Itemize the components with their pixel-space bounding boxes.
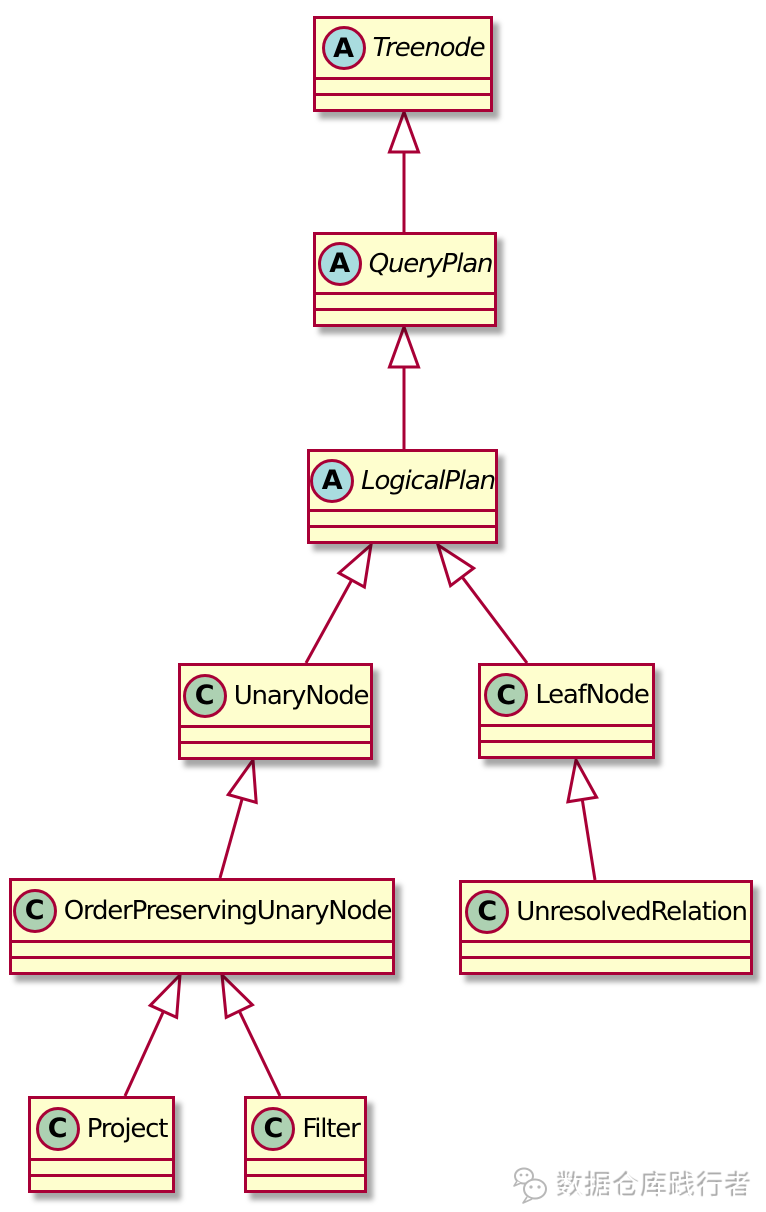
fields-compartment [310, 509, 495, 525]
methods-compartment [316, 93, 490, 109]
inheritance-edge-unarynode-to-logicalplan [304, 579, 354, 664]
fields-compartment [12, 940, 392, 956]
fields-compartment [316, 77, 490, 93]
class-name: Treenode [372, 33, 486, 63]
generalization-arrowhead-leafnode [566, 755, 599, 804]
fields-compartment [316, 292, 494, 308]
class-name: LogicalPlan [361, 465, 495, 496]
class-letter-icon: C [465, 889, 510, 934]
class-name: UnresolvedRelation [516, 896, 748, 927]
methods-compartment [12, 956, 392, 972]
methods-compartment [181, 741, 370, 757]
abstract-letter-icon: A [317, 241, 362, 286]
class-name: UnaryNode [233, 680, 370, 711]
methods-compartment [247, 1174, 364, 1190]
methods-compartment [462, 956, 750, 972]
generalization-arrowhead-orderpreservingunarynode [147, 970, 182, 1020]
class-name: Project [86, 1113, 169, 1144]
inheritance-edge-project-to-orderpreservingunarynode [123, 1010, 165, 1097]
generalization-arrowhead-treenode [387, 107, 421, 154]
abstract-letter-icon: A [321, 26, 366, 70]
fields-compartment [462, 940, 750, 956]
watermark: 数据仓库践行者 [510, 1165, 754, 1204]
class-letter-icon: C [251, 1106, 296, 1151]
methods-compartment [31, 1174, 172, 1190]
wechat-icon [513, 1167, 547, 1204]
generalization-arrowhead-logicalplan [336, 541, 374, 590]
class-letter-icon: C [35, 1106, 80, 1151]
generalization-arrowhead-orderpreservingunarynode [220, 971, 255, 1020]
class-name: OrderPreservingUnaryNode [63, 895, 392, 926]
watermark-text: 数据仓库践行者 [558, 1172, 754, 1203]
methods-compartment [481, 740, 652, 756]
inheritance-edge-unresolvedrelation-to-leafnode [580, 799, 597, 881]
fields-compartment [247, 1158, 364, 1174]
generalization-arrowhead-logicalplan [435, 541, 477, 589]
fields-compartment [481, 724, 652, 740]
class-name: Filter [302, 1113, 360, 1144]
class-letter-icon: C [182, 673, 227, 718]
class-letter-icon: C [484, 673, 529, 717]
class-name: QueryPlan [368, 248, 494, 279]
methods-compartment [310, 525, 495, 541]
inheritance-edge-filter-to-orderpreservingunarynode [237, 1010, 282, 1097]
fields-compartment [31, 1158, 172, 1174]
inheritance-edge-leafnode-to-logicalplan [460, 576, 529, 664]
inheritance-edge-orderpreservingunarynode-to-unarynode [218, 798, 244, 879]
abstract-letter-icon: A [310, 458, 355, 503]
class-name: LeafNode [535, 680, 650, 710]
generalization-arrowhead-queryplan [387, 322, 421, 369]
class-letter-icon: C [12, 888, 57, 933]
generalization-arrowhead-unarynode [225, 755, 258, 805]
fields-compartment [181, 725, 370, 741]
methods-compartment [316, 308, 494, 324]
